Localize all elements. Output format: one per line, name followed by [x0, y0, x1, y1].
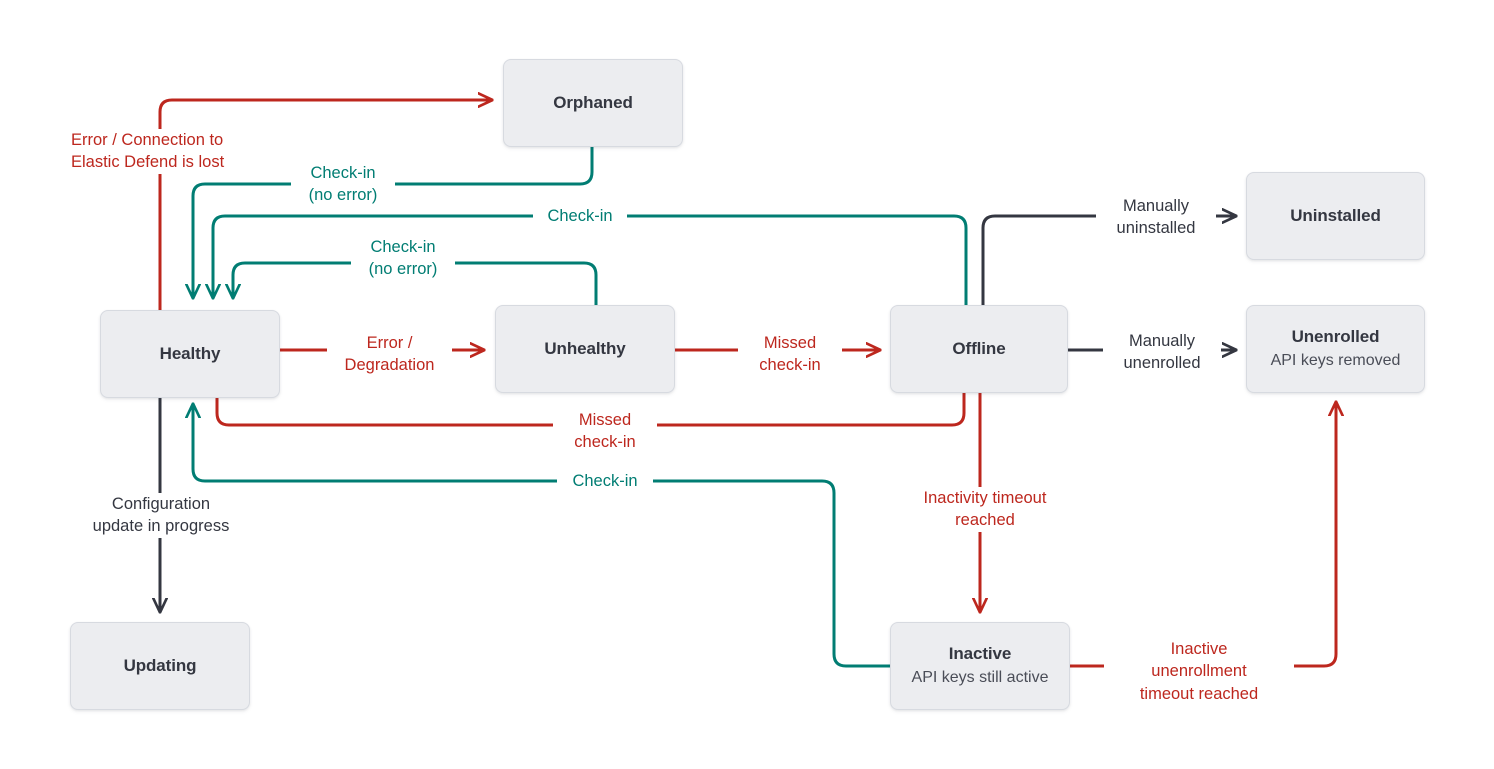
edge-healthy-to-orphaned	[158, 100, 492, 310]
edge-label-checkin-inactive: Check-in	[557, 470, 653, 493]
node-offline[interactable]: Offline	[890, 305, 1068, 393]
node-inactive-title: Inactive	[948, 644, 1012, 664]
edge-label-missed-checkin-return: Missed check-in	[553, 409, 657, 454]
node-orphaned[interactable]: Orphaned	[503, 59, 683, 147]
node-healthy-title: Healthy	[159, 344, 221, 364]
node-inactive[interactable]: Inactive API keys still active	[890, 622, 1070, 710]
edge-label-error-degradation: Error / Degradation	[327, 332, 452, 377]
node-unhealthy-title: Unhealthy	[544, 339, 626, 359]
node-uninstalled-title: Uninstalled	[1290, 206, 1381, 226]
edge-label-checkin-offline: Check-in	[533, 205, 627, 228]
edge-label-error-connection-lost: Error / Connection to Elastic Defend is …	[66, 129, 230, 174]
edge-label-manually-uninstalled: Manually uninstalled	[1096, 195, 1216, 240]
edge-label-checkin-no-error-top: Check-in (no error)	[291, 162, 395, 207]
node-updating-title: Updating	[123, 656, 197, 676]
edge-inactive-to-unenrolled	[1070, 402, 1336, 668]
node-unhealthy[interactable]: Unhealthy	[495, 305, 675, 393]
edge-inactive-to-healthy	[193, 404, 890, 668]
edge-label-inactivity-timeout: Inactivity timeout reached	[893, 487, 1077, 532]
edge-label-inactive-unenroll: Inactive unenrollment timeout reached	[1104, 638, 1294, 705]
node-orphaned-title: Orphaned	[553, 93, 633, 113]
node-healthy[interactable]: Healthy	[100, 310, 280, 398]
edge-offline-to-uninstalled	[981, 216, 1236, 305]
node-unenrolled-subtitle: API keys removed	[1270, 351, 1401, 369]
node-inactive-subtitle: API keys still active	[911, 668, 1049, 686]
edge-label-manually-unenrolled: Manually unenrolled	[1103, 330, 1221, 375]
node-uninstalled[interactable]: Uninstalled	[1246, 172, 1425, 260]
node-unenrolled-title: Unenrolled	[1291, 327, 1380, 347]
node-unenrolled[interactable]: Unenrolled API keys removed	[1246, 305, 1425, 393]
node-offline-title: Offline	[952, 339, 1006, 359]
edge-label-missed-checkin: Missed check-in	[738, 332, 842, 377]
node-updating[interactable]: Updating	[70, 622, 250, 710]
edge-offline-to-healthy-checkin	[213, 214, 968, 305]
edge-label-config-update: Configuration update in progress	[70, 493, 252, 538]
edge-label-checkin-no-error-mid: Check-in (no error)	[351, 236, 455, 281]
